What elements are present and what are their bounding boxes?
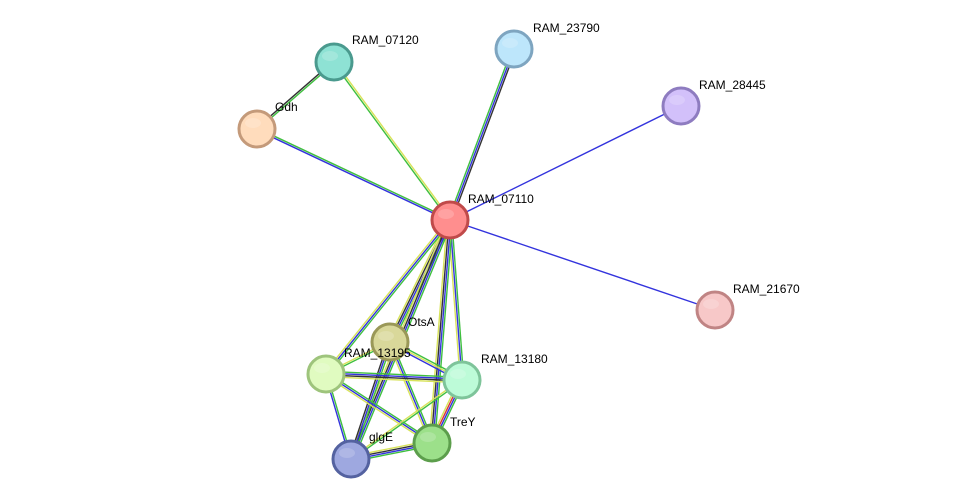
node-label: TreY	[450, 415, 476, 429]
node-circle[interactable]	[306, 354, 346, 394]
node-Gdh[interactable]: Gdh	[237, 100, 298, 149]
node-label: RAM_13180	[481, 352, 548, 366]
node-circle[interactable]	[695, 290, 735, 330]
node-highlight	[378, 331, 394, 341]
edge-evidence-line	[324, 218, 450, 374]
node-RAM_23790[interactable]: RAM_23790	[494, 21, 600, 69]
node-circle[interactable]	[430, 200, 470, 240]
edge-evidence-line	[352, 342, 393, 460]
node-RAM_07110[interactable]: RAM_07110	[430, 192, 534, 240]
node-highlight	[703, 299, 719, 309]
edge-evidence-line	[325, 376, 462, 384]
node-circle[interactable]	[412, 423, 452, 463]
edge-evidence-line	[451, 49, 517, 221]
node-RAM_07120[interactable]: RAM_07120	[314, 33, 419, 82]
edge-evidence-line	[449, 219, 716, 311]
node-circle[interactable]	[370, 322, 410, 362]
node-label: RAM_21670	[733, 282, 800, 296]
edge-evidence-line	[449, 219, 463, 381]
node-circle[interactable]	[331, 439, 371, 479]
edge-evidence-line	[325, 373, 433, 444]
node-highlight	[314, 363, 330, 373]
edge-RAM_07110-TreY[interactable]	[428, 219, 454, 444]
node-circle[interactable]	[494, 29, 534, 69]
edge-evidence-line	[326, 370, 463, 378]
edge-evidence-line	[326, 371, 434, 443]
edge-evidence-line	[430, 219, 450, 443]
edge-RAM_07110-RAM_13195[interactable]	[324, 218, 452, 376]
edge-RAM_07110-RAM_21670[interactable]	[449, 219, 716, 311]
node-TreY[interactable]: TreY	[412, 415, 476, 463]
edge-evidence-line	[324, 374, 432, 446]
node-highlight	[438, 209, 454, 219]
node-label: RAM_07110	[468, 192, 534, 206]
edge-RAM_13195-RAM_13180[interactable]	[325, 370, 463, 384]
edge-evidence-line	[449, 48, 515, 221]
node-label: RAM_07120	[352, 33, 419, 47]
node-OtsA[interactable]: OtsA	[370, 315, 435, 362]
edge-evidence-line	[326, 220, 452, 376]
node-highlight	[669, 95, 685, 105]
edge-RAM_07110-Gdh[interactable]	[256, 127, 451, 222]
node-highlight	[322, 51, 338, 61]
edge-evidence-line	[447, 48, 513, 220]
edge-RAM_13180-glgE[interactable]	[350, 378, 463, 461]
edge-evidence-line	[256, 129, 450, 222]
node-highlight	[450, 369, 466, 379]
node-highlight	[502, 38, 518, 48]
node-circle[interactable]	[442, 360, 482, 400]
node-highlight	[245, 118, 261, 128]
edges-layer	[255, 48, 716, 463]
edge-evidence-line	[332, 62, 450, 221]
node-label: Gdh	[275, 100, 298, 114]
edge-RAM_07110-RAM_23790[interactable]	[447, 48, 517, 221]
edge-RAM_07110-RAM_07120[interactable]	[332, 61, 452, 221]
edge-RAM_13195-TreY[interactable]	[324, 371, 434, 446]
node-RAM_21670[interactable]: RAM_21670	[695, 282, 800, 330]
node-RAM_13195[interactable]: RAM_13195	[306, 346, 411, 394]
node-label: RAM_23790	[533, 21, 600, 35]
edge-evidence-line	[433, 220, 454, 444]
edge-evidence-line	[451, 219, 465, 380]
edge-evidence-line	[325, 374, 462, 382]
node-circle[interactable]	[661, 86, 701, 126]
edge-evidence-line	[351, 380, 463, 461]
edge-evidence-line	[257, 127, 451, 220]
node-highlight	[420, 432, 436, 442]
node-circle[interactable]	[237, 109, 277, 149]
node-circle[interactable]	[314, 42, 354, 82]
node-label: RAM_13195	[344, 346, 411, 360]
node-RAM_28445[interactable]: RAM_28445	[661, 78, 766, 126]
edge-evidence-line	[326, 372, 463, 380]
node-label: OtsA	[408, 315, 435, 329]
node-label: RAM_28445	[699, 78, 766, 92]
edge-evidence-line	[325, 219, 451, 375]
edge-evidence-line	[449, 105, 682, 221]
edge-evidence-line	[432, 220, 452, 444]
node-highlight	[339, 448, 355, 458]
edge-evidence-line	[350, 378, 462, 459]
node-glgE[interactable]: glgE	[331, 430, 393, 479]
edge-evidence-line	[428, 219, 449, 443]
node-label: glgE	[369, 430, 393, 444]
edge-RAM_07110-RAM_28445[interactable]	[449, 105, 682, 221]
edge-evidence-line	[334, 61, 452, 220]
node-RAM_13180[interactable]: RAM_13180	[442, 352, 548, 400]
